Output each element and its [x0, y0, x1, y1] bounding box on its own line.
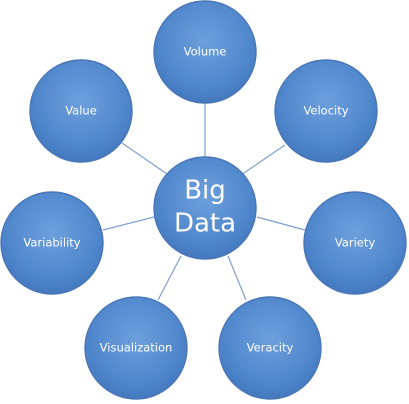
node-label: Value — [65, 104, 97, 118]
center-label-line2: Data — [174, 209, 236, 239]
connectors — [102, 103, 306, 301]
node-visualization: Visualization — [84, 296, 188, 400]
node-label: Visualization — [100, 341, 173, 355]
connector-velocity — [240, 144, 286, 176]
connector-veracity — [227, 255, 247, 301]
node-velocity: Velocity — [274, 59, 378, 163]
node-variability: Variability — [0, 191, 104, 295]
connector-variety — [256, 216, 306, 231]
connector-variability — [102, 216, 155, 231]
node-label: Variety — [335, 236, 376, 250]
node-label: Veracity — [247, 341, 294, 355]
node-volume: Volume — [153, 0, 257, 104]
node-label: Variability — [23, 236, 80, 250]
node-veracity: Veracity — [218, 296, 322, 400]
node-value: Value — [29, 59, 133, 163]
node-big-data-center: Big Data — [153, 156, 257, 260]
connector-value — [121, 142, 171, 177]
node-label: Velocity — [303, 104, 348, 118]
center-label-line1: Big — [184, 176, 226, 206]
connector-visualization — [157, 255, 182, 301]
node-variety: Variety — [303, 191, 407, 295]
node-label: Volume — [184, 45, 227, 59]
